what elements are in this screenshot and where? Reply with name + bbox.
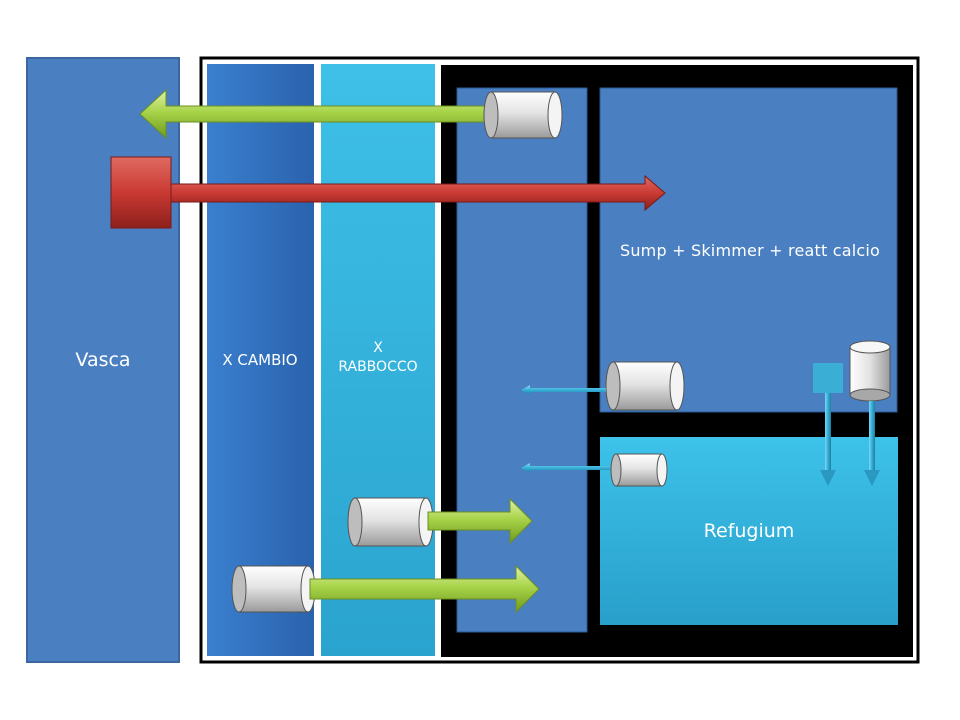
tank-rabbocco-label: X RABBOCCO [321, 339, 435, 377]
tank-rabbocco-label-line1: X [373, 340, 383, 356]
cambio-flow-arrow [309, 564, 540, 614]
return-pump-icon [483, 91, 563, 139]
tank-vasca-label: Vasca [75, 349, 131, 371]
cambio-pump-icon [231, 565, 316, 613]
return-arrow [139, 88, 506, 140]
overflow-arrow [170, 174, 666, 212]
calcium-reactor-pipe [869, 401, 875, 471]
skimmer-outlet-box [813, 363, 843, 393]
calcium-reactor-arrow [864, 470, 880, 486]
rabbocco-flow-arrow [427, 497, 533, 545]
tank-cambio [207, 64, 314, 656]
sump-pump-lower-icon [610, 453, 668, 487]
sump-return-chamber [456, 87, 588, 633]
refugium-label: Refugium [703, 520, 795, 542]
tank-rabbocco-label-line2: RABBOCCO [338, 358, 418, 375]
overflow-box [110, 156, 172, 229]
sump-skimmer-chamber [599, 87, 898, 413]
sump-upper-flow-arrow [521, 385, 606, 395]
skimmer-outlet-arrow [820, 470, 836, 486]
sump-pump-upper-icon [605, 361, 685, 411]
sump-label: Sump + Skimmer + reatt calcio [619, 241, 881, 260]
sump-lower-flow-arrow [521, 463, 610, 473]
tank-cambio-label: X CAMBIO [222, 351, 298, 369]
skimmer-outlet-pipe [825, 393, 831, 471]
calcium-reactor-icon [849, 340, 891, 402]
rabbocco-pump-icon [347, 497, 434, 547]
tank-rabbocco [321, 64, 435, 656]
